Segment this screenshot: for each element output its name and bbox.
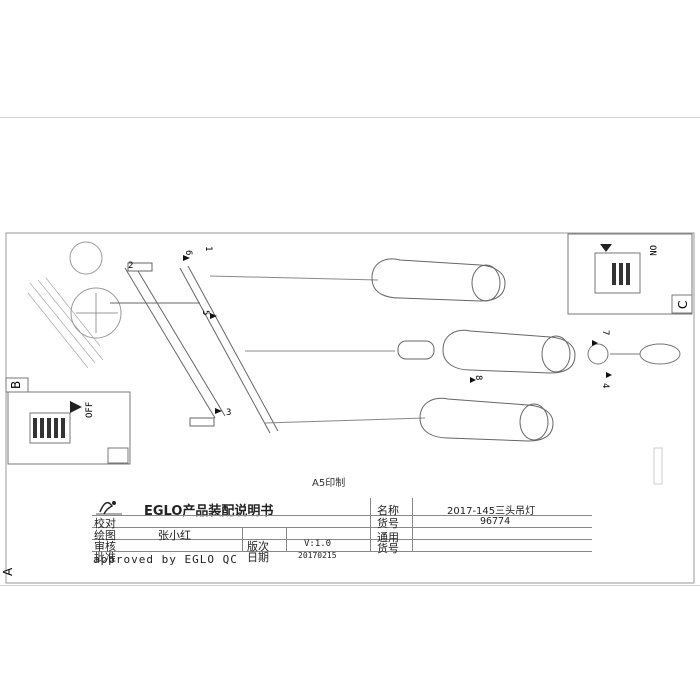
print-size-note: A5印制 bbox=[312, 478, 346, 489]
instruction-sheet: A B C OFF ON 1 2 3 4 5 6 7 8 bbox=[0, 117, 700, 586]
version-value: V:1.0 bbox=[304, 539, 332, 549]
bulb-detail bbox=[587, 343, 609, 365]
drawer-name: 张小红 bbox=[158, 529, 191, 542]
name-label: 名称 bbox=[377, 504, 399, 517]
step-1-label: 1 bbox=[203, 246, 213, 251]
off-label: OFF bbox=[85, 402, 95, 418]
item-label-2: 货号 bbox=[377, 542, 399, 555]
draw-label: 绘图 bbox=[94, 529, 116, 542]
approve-label: 批准 bbox=[94, 551, 116, 564]
shade-top bbox=[371, 258, 506, 302]
date-label: 日期 bbox=[247, 551, 269, 564]
item-label: 货号 bbox=[377, 517, 399, 530]
document-title: EGLO产品装配说明书 bbox=[144, 504, 274, 519]
date-value: 20170215 bbox=[298, 551, 337, 560]
terminal-block-a bbox=[29, 412, 71, 444]
panel-a bbox=[7, 391, 131, 465]
panel-c bbox=[567, 233, 693, 315]
lamp-holder bbox=[397, 340, 435, 360]
item-number: 96774 bbox=[480, 516, 511, 527]
step-2-label: 2 bbox=[128, 261, 133, 271]
review-label: 审核 bbox=[94, 540, 116, 553]
detail-circle-wiring bbox=[70, 287, 122, 339]
step-5-label: 5 bbox=[200, 310, 210, 315]
panel-b-label: B bbox=[9, 381, 23, 389]
ceiling-hatch bbox=[27, 277, 104, 369]
terminal-block-c bbox=[594, 252, 641, 294]
detail-circle-top bbox=[69, 241, 103, 275]
assembly-drawing: A B C OFF ON 1 2 3 4 5 6 7 8 bbox=[1, 232, 695, 584]
check-label: 校对 bbox=[94, 517, 116, 530]
shade-bottom bbox=[419, 397, 554, 442]
step-3-label: 3 bbox=[226, 408, 231, 418]
step-6-label: 6 bbox=[183, 250, 193, 255]
panel-a-label: A bbox=[1, 567, 15, 576]
shade-middle bbox=[442, 329, 576, 374]
product-name: 2017-145三头吊灯 bbox=[447, 506, 536, 517]
panel-c-label: C bbox=[676, 301, 690, 309]
step-4-label: 4 bbox=[600, 383, 610, 388]
version-label: 版次 bbox=[247, 540, 269, 553]
step-7-label: 7 bbox=[600, 330, 610, 335]
approval-note: approved by EGLO QC bbox=[93, 553, 238, 566]
canopy-rail bbox=[110, 262, 279, 434]
on-label: ON bbox=[647, 245, 657, 256]
general-label: 通用 bbox=[377, 531, 399, 544]
step-8-label: 8 bbox=[473, 375, 483, 380]
suspension-arms bbox=[209, 275, 426, 424]
title-block: EGLO产品装配说明书 校对 绘图 张小红 审核 版次 V:1.0 批准 日期 … bbox=[92, 498, 592, 564]
eglo-logo bbox=[96, 501, 122, 515]
